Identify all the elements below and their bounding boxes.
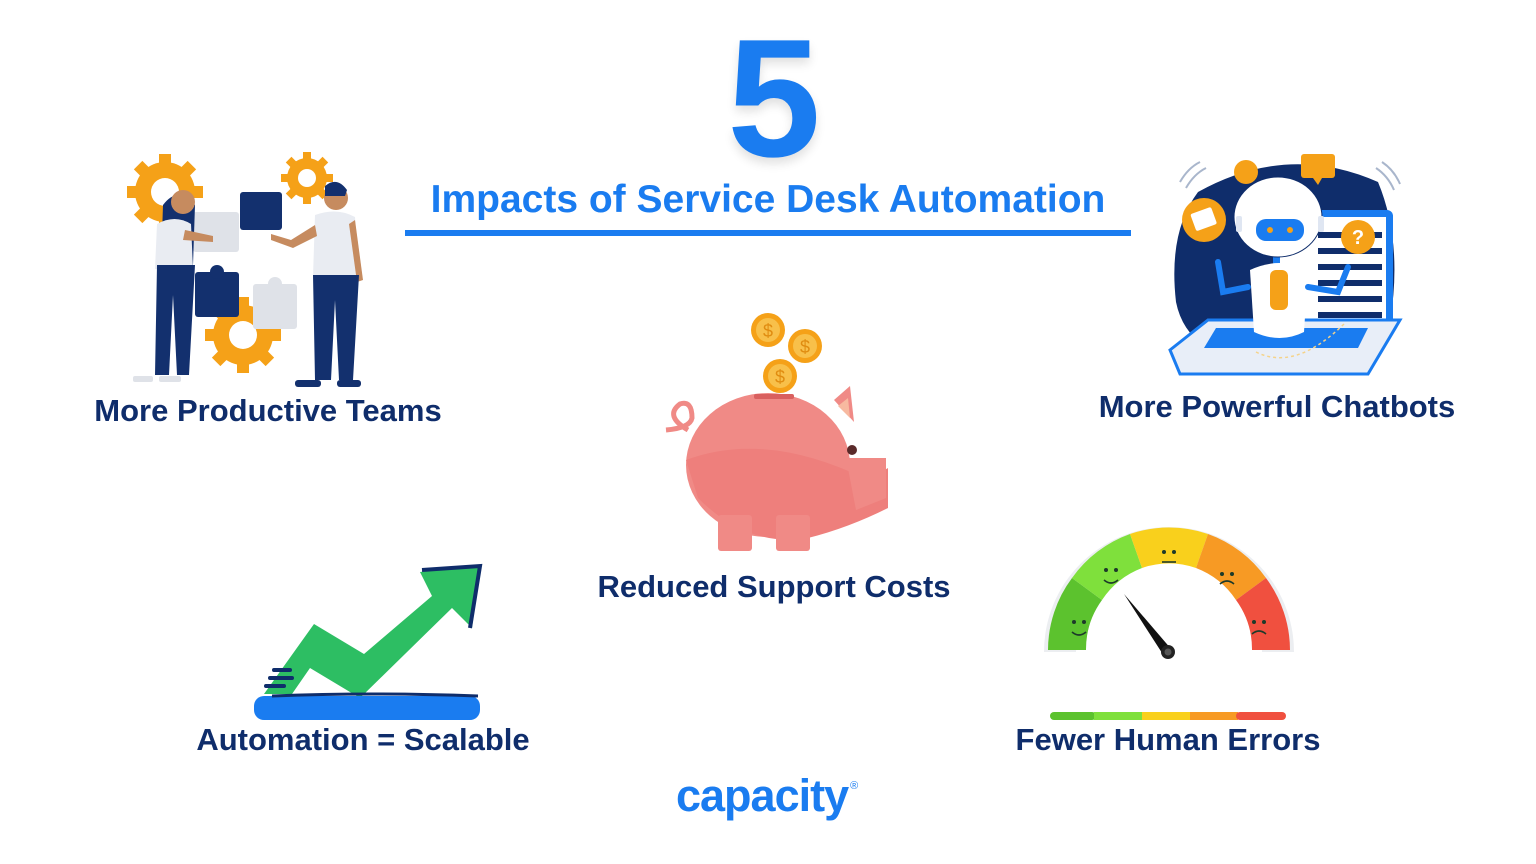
impact-label-powerful-chatbots: More Powerful Chatbots <box>1098 389 1456 424</box>
svg-text:$: $ <box>775 367 785 387</box>
capacity-logo: capacity® <box>676 770 876 822</box>
piggy-bank-coins-icon: $ $ $ <box>665 313 888 551</box>
registered-mark: ® <box>850 780 858 792</box>
impact-label-fewer-errors: Fewer Human Errors <box>1015 722 1321 757</box>
title-underline <box>405 230 1131 236</box>
big-number-five: 5 <box>727 4 820 192</box>
growth-arrow-icon <box>254 563 483 720</box>
satisfaction-gauge-icon <box>1044 527 1294 720</box>
svg-text:$: $ <box>800 337 810 357</box>
impact-label-automation-scalable: Automation = Scalable <box>196 722 530 757</box>
page-title: Impacts of Service Desk Automation <box>430 178 1106 221</box>
team-puzzle-gears-icon <box>127 152 363 387</box>
svg-text:?: ? <box>1352 227 1364 249</box>
brand-name: capacity <box>676 770 849 821</box>
impact-label-productive-teams: More Productive Teams <box>94 393 442 428</box>
impact-label-reduced-costs: Reduced Support Costs <box>597 569 951 604</box>
svg-text:$: $ <box>763 321 773 341</box>
robot-laptop-icon: ? <box>1168 154 1403 376</box>
